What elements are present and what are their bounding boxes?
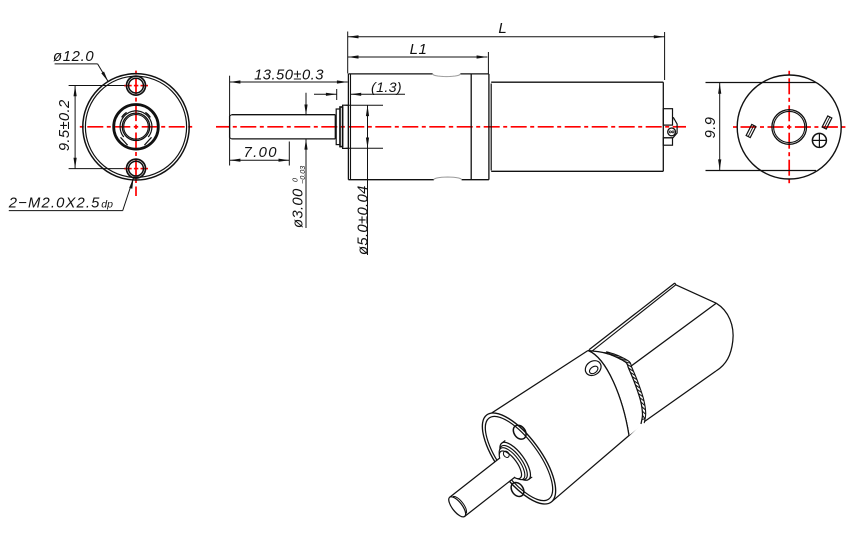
svg-text:7.00: 7.00 xyxy=(243,145,277,161)
svg-text:ø12.0: ø12.0 xyxy=(53,49,94,65)
svg-text:9.5±0.2: 9.5±0.2 xyxy=(57,99,73,151)
svg-text:2−M2.0X2.5: 2−M2.0X2.5 xyxy=(8,196,101,212)
svg-text:dp: dp xyxy=(101,199,113,211)
svg-text:9.9: 9.9 xyxy=(703,117,719,139)
svg-text:−0.03: −0.03 xyxy=(298,166,307,184)
svg-text:L1: L1 xyxy=(410,41,428,58)
svg-text:ø3.00: ø3.00 xyxy=(291,188,307,228)
svg-text:13.50±0.3: 13.50±0.3 xyxy=(254,67,324,83)
svg-text:ø5.0±0.04: ø5.0±0.04 xyxy=(356,185,372,255)
svg-text:L: L xyxy=(498,20,507,37)
svg-text:0: 0 xyxy=(291,178,300,182)
svg-text:(1.3): (1.3) xyxy=(371,80,402,96)
